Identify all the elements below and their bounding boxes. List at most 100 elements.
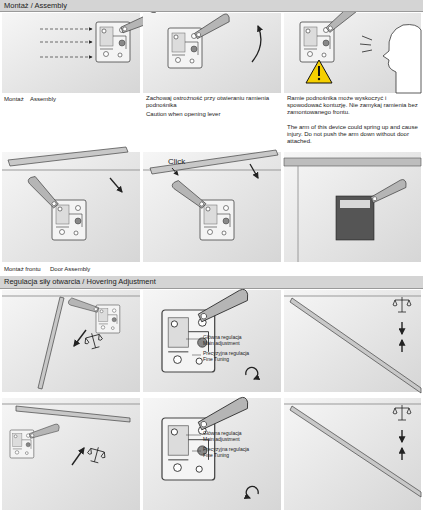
panel-caution [143, 13, 281, 93]
panel-door-2 [143, 150, 281, 262]
callout-label: Fine Tuning [203, 453, 263, 459]
panel-door-1-part [52, 200, 86, 240]
panel-adjust-mech-2-part [192, 451, 201, 452]
section-title: Montaż / Assembly [4, 1, 67, 10]
panel-adjust-open-2 [284, 398, 421, 510]
panel-mount [2, 11, 159, 93]
callout-label: Main adjustment [203, 341, 263, 347]
panel-warning-part [383, 25, 421, 93]
section-title: Regulacja siły otwarcia / Hovering Adjus… [4, 277, 156, 286]
panel-adjust-down [2, 290, 140, 392]
panel-adjust-mech-2-part [246, 486, 258, 498]
callout-label: Main adjustment [203, 437, 263, 443]
panel-adjust-up-part [2, 404, 140, 405]
panel-adjust-mech-2-part [196, 396, 250, 430]
panel-door-1-part [8, 147, 128, 166]
section-band: Montaż / Assembly [0, 0, 423, 12]
panel-adjust-up-part [72, 448, 84, 465]
panel-mount-part-part [40, 57, 92, 58]
panel-adjust-mech-2-part [186, 435, 201, 436]
panel-adjust-open-2-part [401, 448, 402, 460]
caution-text: Caution when opening lever [146, 111, 278, 118]
panel-door-3 [284, 152, 421, 262]
panel-adjust-mech-2 [143, 396, 281, 510]
panel-adjust-mech-1-part [186, 339, 201, 340]
callout-label: Główna regulacja [203, 335, 263, 341]
panel-adjust-mech-1-part [143, 290, 281, 392]
panel-warning [284, 2, 421, 93]
warning-text: Ramie podnośnika może wyskoczyć i spowod… [287, 95, 420, 116]
panel-door-2-part [172, 168, 178, 175]
panel-door-2-part [150, 150, 278, 174]
panel-warning-part [318, 78, 320, 80]
panel-door-3-part [284, 152, 421, 262]
callout-label: Precyzyjna regulacja [203, 447, 273, 453]
panel-adjust-open-2-part [401, 430, 402, 442]
panel-adjust-open-1-part [401, 340, 402, 352]
panel-adjust-open-2-part [393, 405, 411, 420]
panel-door-2-part [200, 200, 234, 240]
panel-door-1-part [27, 175, 58, 210]
panel-mount-part-part [40, 29, 92, 30]
panel-door-3-part [340, 200, 370, 208]
panel-adjust-up-part [16, 406, 130, 422]
panel-adjust-down-part [83, 331, 104, 350]
panel-warning-part [284, 13, 421, 93]
panel-door-3-part [336, 196, 374, 240]
panel-adjust-up [2, 398, 140, 510]
panel-adjust-open-1-part [284, 290, 421, 392]
panel-adjust-open-1-part [401, 322, 402, 334]
panel-door-3-part [284, 158, 421, 166]
caption-text: Montaż frontu [4, 266, 54, 273]
warning-text: The arm of this device could spring up a… [287, 124, 420, 145]
panel-warning-part [360, 36, 372, 52]
callout-label: Główna regulacja [203, 431, 263, 437]
panel-door-1-part [2, 152, 140, 262]
panel-door-1-part [110, 178, 122, 192]
caption-text: Montaż [4, 96, 34, 103]
panel-adjust-open-1 [284, 290, 421, 393]
panel-warning-part [318, 66, 320, 76]
panel-adjust-open-1-part [393, 297, 411, 312]
panel-adjust-down-part [74, 330, 86, 346]
caption-text: Assembly [30, 96, 70, 103]
panel-adjust-down-part [38, 297, 64, 389]
panel-caution-part [252, 26, 261, 62]
panel-adjust-mech-1-part [192, 355, 201, 356]
panel-adjust-open-2-part [284, 398, 421, 510]
panel-adjust-down-part [96, 305, 120, 333]
callout-label: Fine Tuning [203, 357, 263, 363]
panel-caution-part [143, 13, 281, 93]
panel-door-3-part [298, 166, 299, 262]
caution-text: Zachowaj ostrożność przy otwieraniu rami… [146, 95, 278, 109]
panel-adjust-open-2-part [284, 404, 421, 405]
click-label: Click [168, 157, 198, 166]
panel-warning-part [306, 60, 332, 83]
panel-adjust-open-2-part [290, 406, 421, 497]
panel-adjust-open-1-part [290, 298, 421, 393]
caption-text: Door Assembly [50, 266, 110, 273]
panel-adjust-down-part [2, 290, 140, 392]
panel-adjust-up-part [29, 423, 60, 438]
panel-door-2-part [171, 179, 206, 210]
panel-door-3-part [369, 178, 407, 202]
panel-adjust-up-part [86, 445, 107, 464]
panel-adjust-mech-1-part [246, 373, 258, 374]
panel-adjust-up-part [2, 398, 140, 510]
panel-adjust-mech-1-part [196, 288, 250, 322]
panel-adjust-mech-1-part [246, 367, 258, 379]
panel-door-1-part [2, 170, 140, 171]
callout-label: Precyzyjna regulacja [203, 351, 273, 357]
section-band: Regulacja siły otwarcia / Hovering Adjus… [0, 276, 423, 289]
panel-adjust-mech-1 [143, 288, 281, 392]
panel-mount-part [40, 29, 92, 57]
panel-mount-part-part [40, 42, 92, 43]
panel-mount-part [2, 13, 140, 93]
panel-adjust-down-part [2, 296, 140, 297]
panel-caution-part [193, 13, 231, 39]
panel-door-2-part [250, 164, 258, 178]
panel-adjust-open-1-part [284, 296, 421, 297]
panel-adjust-down-part [68, 297, 99, 314]
panel-door-1 [2, 147, 140, 262]
